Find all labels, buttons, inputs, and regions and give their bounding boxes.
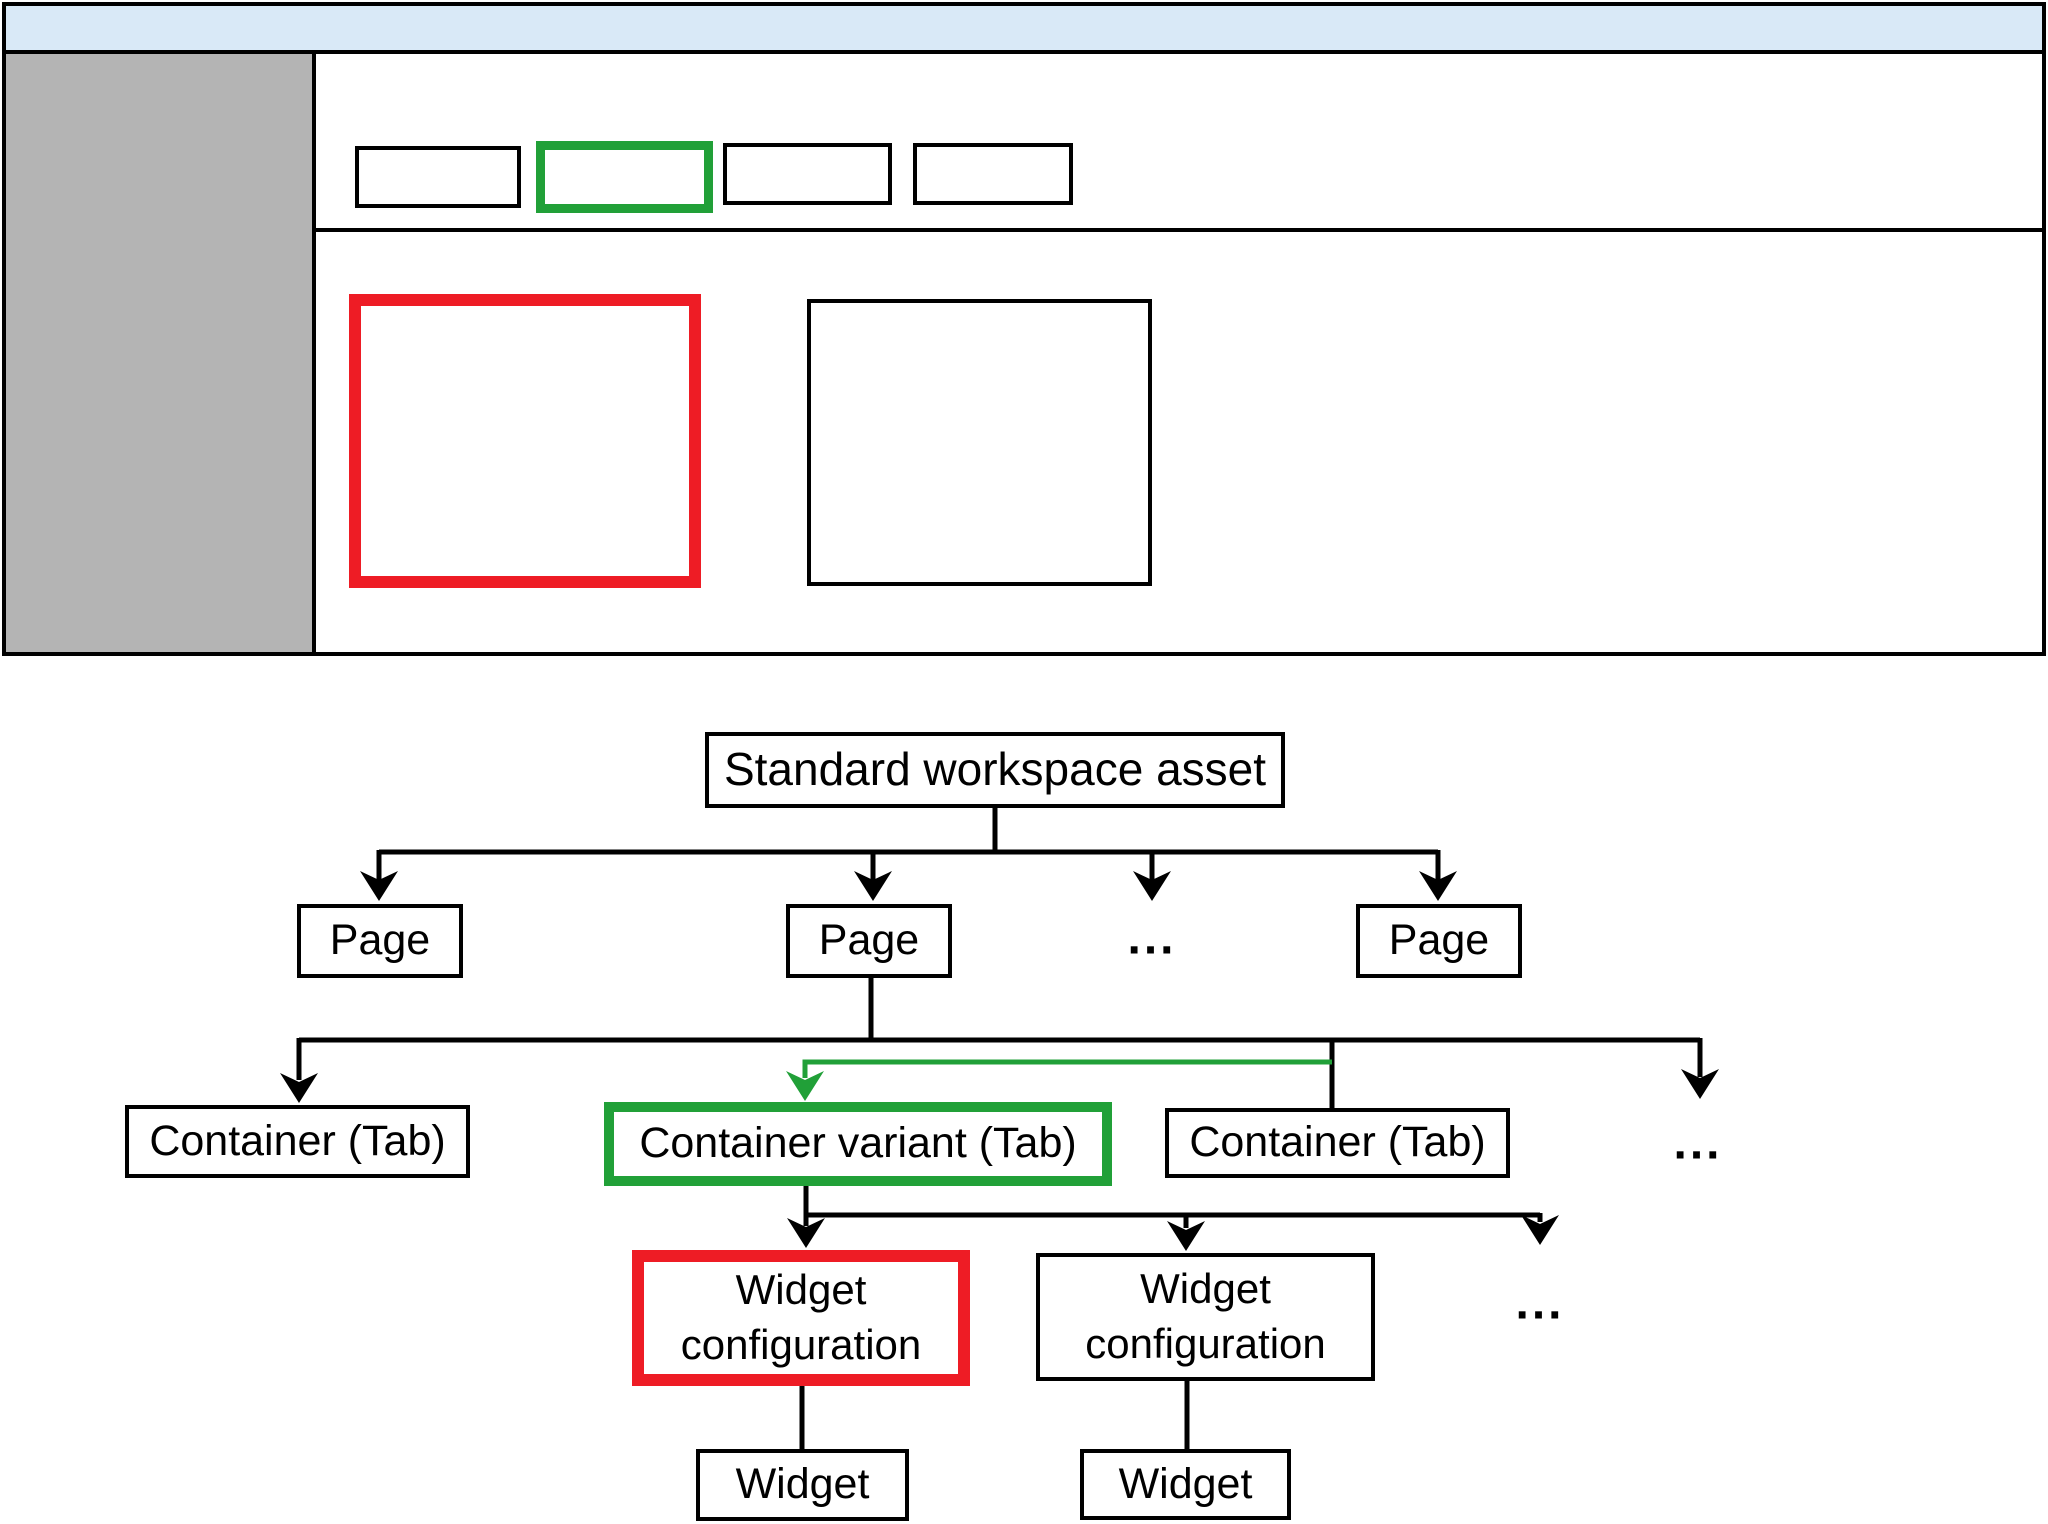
node-page-1: Page: [297, 904, 463, 978]
node-widget-1: Widget: [696, 1449, 909, 1521]
node-label: Widget: [1118, 1459, 1253, 1508]
workspace-window-mockup: [2, 2, 2046, 656]
node-label: Page: [1388, 916, 1490, 965]
node-label: Container (Tab): [149, 1116, 446, 1165]
tab-placeholder-variant-highlighted: [536, 141, 713, 213]
node-label: Widget configuration: [680, 1266, 922, 1368]
window-sidebar: [6, 54, 316, 652]
node-label: Widget: [735, 1460, 870, 1509]
variant-green-connector: [802, 1059, 1332, 1078]
node-standard-workspace-asset: Standard workspace asset: [705, 732, 1285, 808]
tab-placeholder-4: [913, 143, 1073, 205]
node-label: Widget configuration: [1085, 1265, 1326, 1367]
node-widget-configuration-highlighted: Widget configuration: [632, 1250, 970, 1386]
page-to-containers-connector: [296, 978, 1703, 1108]
node-label: Container (Tab): [1189, 1118, 1486, 1167]
config-to-widget-connectors: [799, 1381, 1190, 1450]
widget-placeholder-highlighted: [349, 294, 701, 588]
node-widget-2: Widget: [1080, 1449, 1291, 1520]
containers-ellipsis: ...: [1673, 1116, 1723, 1170]
variant-to-configs-connector: [803, 1186, 1543, 1228]
node-container-tab-1: Container (Tab): [125, 1105, 470, 1178]
widget-configs-ellipsis: ...: [1515, 1276, 1565, 1330]
node-label: Standard workspace asset: [723, 743, 1267, 796]
node-page-3: Page: [1356, 904, 1522, 978]
tabs-divider-line: [316, 228, 2042, 232]
tab-placeholder-3: [723, 143, 892, 205]
node-container-variant-tab: Container variant (Tab): [604, 1102, 1112, 1186]
pages-ellipsis: ...: [1127, 911, 1177, 965]
node-container-tab-2: Container (Tab): [1165, 1108, 1510, 1178]
node-label: Page: [818, 916, 920, 965]
tab-placeholder-1: [355, 146, 521, 208]
window-titlebar: [6, 6, 2042, 54]
node-label: Container variant (Tab): [639, 1119, 1077, 1168]
node-widget-configuration-2: Widget configuration: [1036, 1253, 1375, 1381]
root-to-pages-connector: [376, 808, 1441, 880]
node-label: Page: [329, 916, 431, 965]
node-page-2: Page: [786, 904, 952, 978]
widget-placeholder: [807, 299, 1152, 586]
